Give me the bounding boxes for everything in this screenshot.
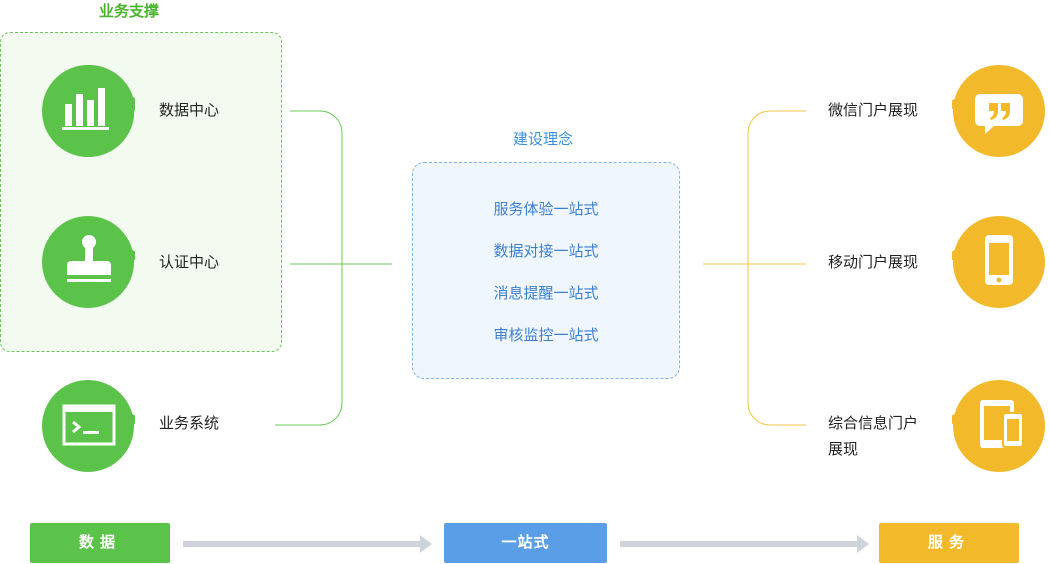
auth-center-node xyxy=(41,215,135,309)
flow-arrow-left xyxy=(183,535,432,553)
mobile-portal-node xyxy=(952,215,1046,309)
auth-center-label: 认证中心 xyxy=(159,254,220,271)
business-system-node xyxy=(41,379,135,473)
bar-chart-icon xyxy=(42,64,135,157)
data-center-node xyxy=(41,64,135,158)
data-center-label: 数据中心 xyxy=(159,102,220,119)
wechat-portal-label: 微信门户展现 xyxy=(828,102,919,119)
concept-item: 服务体验一站式 xyxy=(493,201,599,218)
terminal-icon xyxy=(42,380,135,472)
integrated-portal-node xyxy=(952,379,1046,473)
flow-arrow-right xyxy=(620,535,869,553)
concept-item: 消息提醒一站式 xyxy=(493,285,599,302)
wechat-portal-node xyxy=(952,64,1046,158)
mobile-portal-label: 移动门户展现 xyxy=(828,254,919,271)
integrated-portal-label: 综合信息门户 展现 xyxy=(828,411,918,463)
tablet-phone-icon xyxy=(952,380,1045,472)
service-stage-button: 服务 xyxy=(879,523,1019,563)
data-stage-button: 数据 xyxy=(30,523,170,563)
concept-item: 数据对接一站式 xyxy=(493,243,599,260)
quote-bubble-icon xyxy=(952,65,1045,157)
integrated-portal-label-line2: 展现 xyxy=(828,441,859,458)
business-support-box xyxy=(0,32,282,352)
concept-title: 建设理念 xyxy=(513,131,574,148)
integrated-portal-label-line1: 综合信息门户 xyxy=(828,415,919,432)
smartphone-icon xyxy=(952,216,1045,308)
onestop-stage-button: 一站式 xyxy=(444,523,607,563)
business-support-title: 业务支撑 xyxy=(99,3,160,20)
concept-box: 服务体验一站式 数据对接一站式 消息提醒一站式 审核监控一站式 xyxy=(412,162,680,379)
stamp-icon xyxy=(42,216,135,308)
concept-item: 审核监控一站式 xyxy=(493,327,599,344)
business-system-label: 业务系统 xyxy=(159,415,220,432)
